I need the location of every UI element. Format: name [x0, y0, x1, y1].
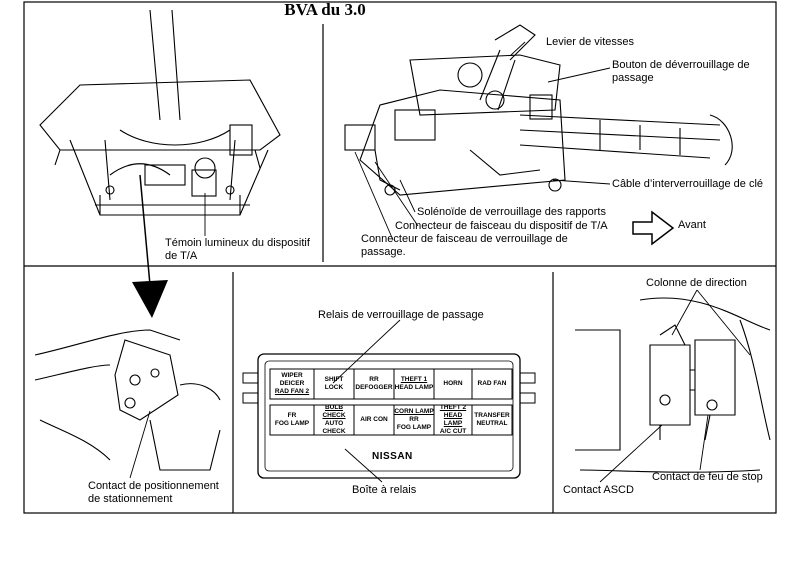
label-bouton: Bouton de déverrouillage de passage [612, 59, 750, 84]
label-relais: Relais de verrouillage de passage [318, 309, 484, 321]
relay-label-line: BULB CHECK [322, 404, 346, 419]
outer-frame [23, 1, 777, 514]
shifter-drawing [39, 9, 281, 216]
relay-label-line: FR [287, 412, 297, 419]
relay-label-line: HEAD LAMP [394, 384, 434, 391]
down-arrow-graphic [132, 174, 168, 318]
relay-label-line: LOCK [324, 384, 344, 391]
relay-row1-slot-5: HORN [434, 369, 472, 399]
relay-label-line: THEFT 1 [400, 376, 428, 383]
front-arrow-icon [632, 210, 675, 246]
relay-row1-slot-6: RAD FAN [472, 369, 512, 399]
park-switch-drawing [34, 329, 221, 471]
relay-label-line: RAD FAN 2 [274, 388, 310, 395]
label-cable: Câble d’interverrouillage de clé [612, 178, 764, 190]
relay-label-line: RAD FAN [477, 380, 507, 387]
relay-label-line: DEFOGGER [355, 384, 393, 391]
relay-label-line: TRANSFER [474, 412, 510, 419]
relay-label-line: A/C CUT [439, 428, 467, 435]
shift-lock-drawing [344, 24, 733, 196]
relay-box-outline [257, 353, 521, 479]
label-avant: Avant [678, 219, 706, 231]
relay-label-line: RR [409, 416, 419, 423]
relay-label-line: AUTO CHECK [322, 420, 346, 435]
relay-slots [269, 368, 513, 436]
relay-box-brand: NISSAN [372, 451, 413, 462]
label-temoin: Témoin lumineux du dispositif de T/A [165, 237, 310, 262]
relay-label-line: THEFT 2 [439, 404, 467, 411]
label-contact-stop: Contact de feu de stop [652, 471, 763, 483]
label-boite: Boîte à relais [352, 484, 417, 496]
relay-label-line: FOG LAMP [274, 420, 310, 427]
steering-switches-drawing [575, 297, 771, 473]
label-solenoide: Solénoïde de verrouillage des rapports [417, 206, 606, 218]
label-contact-ascd: Contact ASCD [563, 484, 634, 496]
relay-label-line: SHIFT [324, 376, 344, 383]
page-title: BVA du 3.0 [284, 0, 366, 19]
relay-label-line: WIPER [281, 372, 303, 379]
label-connecteur-ta: Connecteur de faisceau du dispositif de … [395, 220, 608, 232]
relay-row2-slot-3: AIR CON [354, 405, 394, 435]
relay-label-line: CORN LAMP [394, 408, 434, 415]
label-connecteur-passage: Connecteur de faisceau de verrouillage d… [361, 233, 568, 258]
relay-label-line: RR [369, 376, 379, 383]
relay-label-line: HEAD LAMP [443, 412, 463, 427]
label-levier: Levier de vitesses [546, 36, 635, 48]
relay-label-line: FOG LAMP [396, 424, 432, 431]
relay-label-line: HORN [443, 380, 463, 387]
label-colonne: Colonne de direction [646, 277, 747, 289]
relay-label-line: NEUTRAL [476, 420, 508, 427]
relay-label-line: AIR CON [360, 416, 388, 423]
relay-label-line: DEICER [279, 380, 305, 387]
label-contact-stationnement: Contact de positionnement de stationneme… [88, 480, 219, 505]
